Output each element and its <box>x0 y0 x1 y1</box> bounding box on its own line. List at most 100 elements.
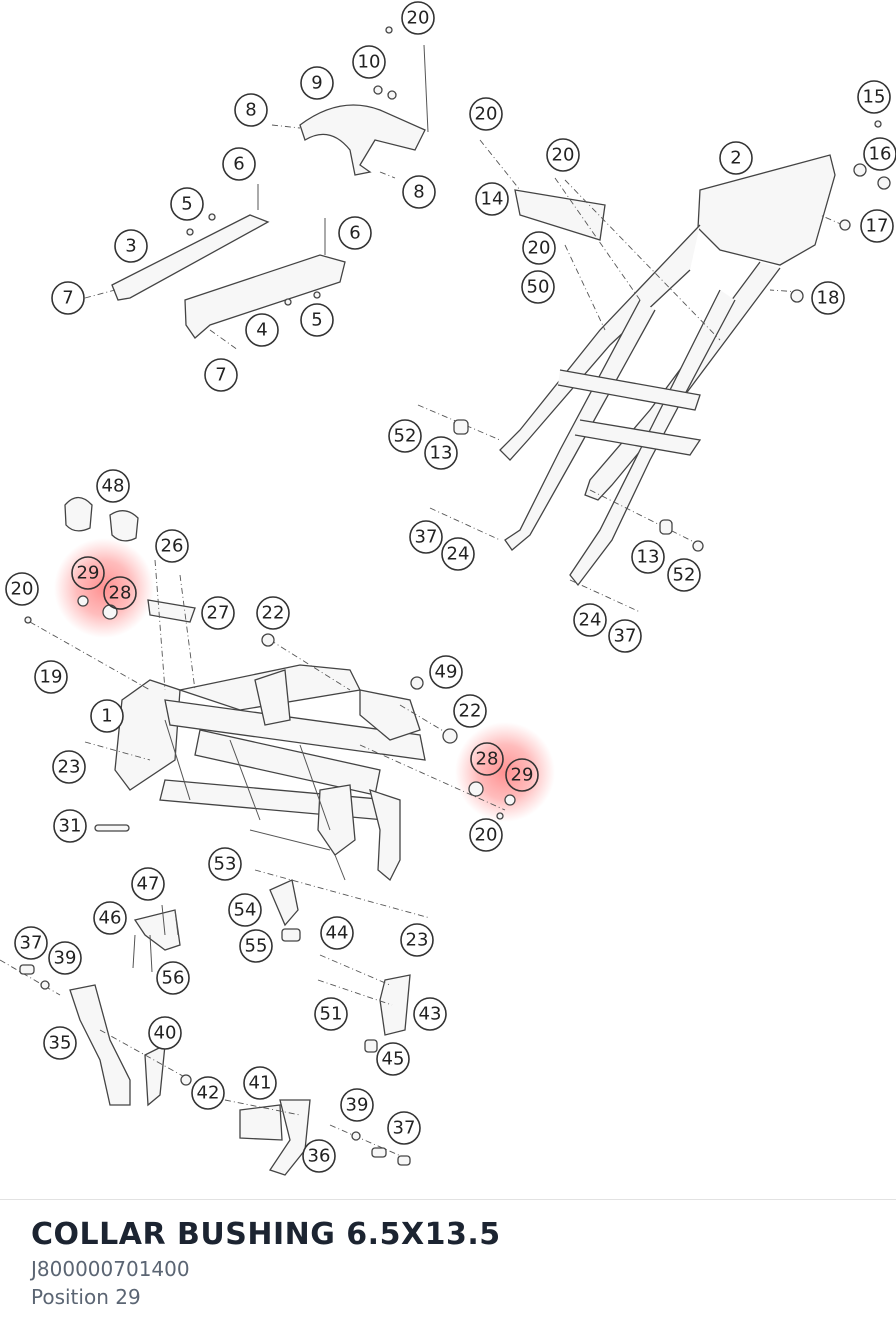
divider <box>0 1199 896 1200</box>
callout[interactable]: 7 <box>51 281 85 315</box>
callout[interactable]: 52 <box>388 419 422 453</box>
callout[interactable]: 17 <box>860 209 894 243</box>
callout-label: 48 <box>102 476 125 497</box>
callout-label: 17 <box>866 216 889 237</box>
callout-highlighted[interactable]: 29 <box>71 556 105 590</box>
callout-highlighted[interactable]: 29 <box>505 758 539 792</box>
callout[interactable]: 6 <box>338 216 372 250</box>
callout[interactable]: 20 <box>469 818 503 852</box>
callout[interactable]: 47 <box>131 867 165 901</box>
callout-label: 44 <box>326 923 349 944</box>
callout-label: 15 <box>863 87 886 108</box>
callout[interactable]: 42 <box>191 1076 225 1110</box>
callout[interactable]: 37 <box>608 619 642 653</box>
callout[interactable]: 31 <box>53 809 87 843</box>
callout[interactable]: 8 <box>402 175 436 209</box>
callout[interactable]: 28 <box>470 742 504 776</box>
callout[interactable]: 20 <box>522 231 556 265</box>
callout[interactable]: 55 <box>239 929 273 963</box>
callout[interactable]: 37 <box>14 926 48 960</box>
callouts: 1 2 3 4 5 5 6 6 7 7 8 8 9 10 13 13 14 15… <box>5 1 896 1173</box>
callout[interactable]: 20 <box>546 138 580 172</box>
callout[interactable]: 51 <box>314 997 348 1031</box>
callout[interactable]: 53 <box>208 847 242 881</box>
callout[interactable]: 45 <box>376 1042 410 1076</box>
callout[interactable]: 3 <box>114 229 148 263</box>
highlight-glow <box>455 722 555 822</box>
part-number: J800000701400 <box>31 1257 190 1281</box>
callout-label: 52 <box>673 565 696 586</box>
callout[interactable]: 14 <box>475 182 509 216</box>
callout[interactable]: 39 <box>340 1088 374 1122</box>
callout-label: 13 <box>637 547 660 568</box>
callout[interactable]: 27 <box>201 596 235 630</box>
callout[interactable]: 2 <box>719 141 753 175</box>
callout[interactable]: 15 <box>857 80 891 114</box>
callout-label: 8 <box>245 100 256 121</box>
callout-label: 14 <box>481 189 504 210</box>
callout[interactable]: 13 <box>631 540 665 574</box>
callout-label: 1 <box>101 706 112 727</box>
callout[interactable]: 6 <box>222 147 256 181</box>
callout[interactable]: 28 <box>103 576 137 610</box>
callout[interactable]: 8 <box>234 93 268 127</box>
callout[interactable]: 52 <box>667 558 701 592</box>
callout[interactable]: 13 <box>424 436 458 470</box>
callout-label: 54 <box>234 900 257 921</box>
callout-label: 20 <box>475 825 498 846</box>
callout-label: 6 <box>349 223 360 244</box>
callout[interactable]: 5 <box>300 303 334 337</box>
callout[interactable]: 22 <box>453 694 487 728</box>
part-name: COLLAR BUSHING 6.5X13.5 <box>31 1217 501 1252</box>
callout[interactable]: 9 <box>300 66 334 100</box>
callout[interactable]: 39 <box>48 941 82 975</box>
callout[interactable]: 44 <box>320 916 354 950</box>
callout[interactable]: 46 <box>93 901 127 935</box>
callout[interactable]: 23 <box>52 750 86 784</box>
callout-label: 39 <box>54 948 77 969</box>
callout-label: 35 <box>49 1033 72 1054</box>
callout-label: 36 <box>308 1146 331 1167</box>
callout[interactable]: 23 <box>400 923 434 957</box>
callout[interactable]: 36 <box>302 1139 336 1173</box>
callout-label: 50 <box>527 277 550 298</box>
callout-label: 37 <box>614 626 637 647</box>
callout[interactable]: 41 <box>243 1066 277 1100</box>
callout-label: 27 <box>207 603 230 624</box>
callout-label: 39 <box>346 1095 369 1116</box>
part-position: Position 29 <box>31 1285 141 1309</box>
callout[interactable]: 19 <box>34 660 68 694</box>
callout[interactable]: 26 <box>155 529 189 563</box>
callout[interactable]: 5 <box>170 187 204 221</box>
callout-label: 2 <box>730 148 741 169</box>
callout[interactable]: 35 <box>43 1026 77 1060</box>
callout[interactable]: 40 <box>148 1016 182 1050</box>
callout[interactable]: 10 <box>352 45 386 79</box>
callout[interactable]: 22 <box>256 596 290 630</box>
callout[interactable]: 54 <box>228 893 262 927</box>
callout[interactable]: 1 <box>90 699 124 733</box>
callout[interactable]: 20 <box>401 1 435 35</box>
callout-label: 29 <box>77 563 100 584</box>
callout[interactable]: 20 <box>5 572 39 606</box>
callout[interactable]: 7 <box>204 358 238 392</box>
callout-label: 55 <box>245 936 268 957</box>
callout[interactable]: 49 <box>429 655 463 689</box>
callout[interactable]: 50 <box>521 270 555 304</box>
callout-label: 5 <box>181 194 192 215</box>
callout[interactable]: 24 <box>573 603 607 637</box>
callout-label: 20 <box>11 579 34 600</box>
callout-label: 20 <box>528 238 551 259</box>
callout[interactable]: 37 <box>387 1111 421 1145</box>
callout-label: 43 <box>419 1004 442 1025</box>
callout[interactable]: 48 <box>96 469 130 503</box>
callout[interactable]: 56 <box>156 961 190 995</box>
callout[interactable]: 18 <box>811 281 845 315</box>
callout[interactable]: 24 <box>441 537 475 571</box>
callout-label: 18 <box>817 288 840 309</box>
callout[interactable]: 16 <box>863 137 896 171</box>
callout[interactable]: 20 <box>469 97 503 131</box>
callout[interactable]: 43 <box>413 997 447 1031</box>
callout[interactable]: 4 <box>245 313 279 347</box>
callout[interactable]: 37 <box>409 520 443 554</box>
